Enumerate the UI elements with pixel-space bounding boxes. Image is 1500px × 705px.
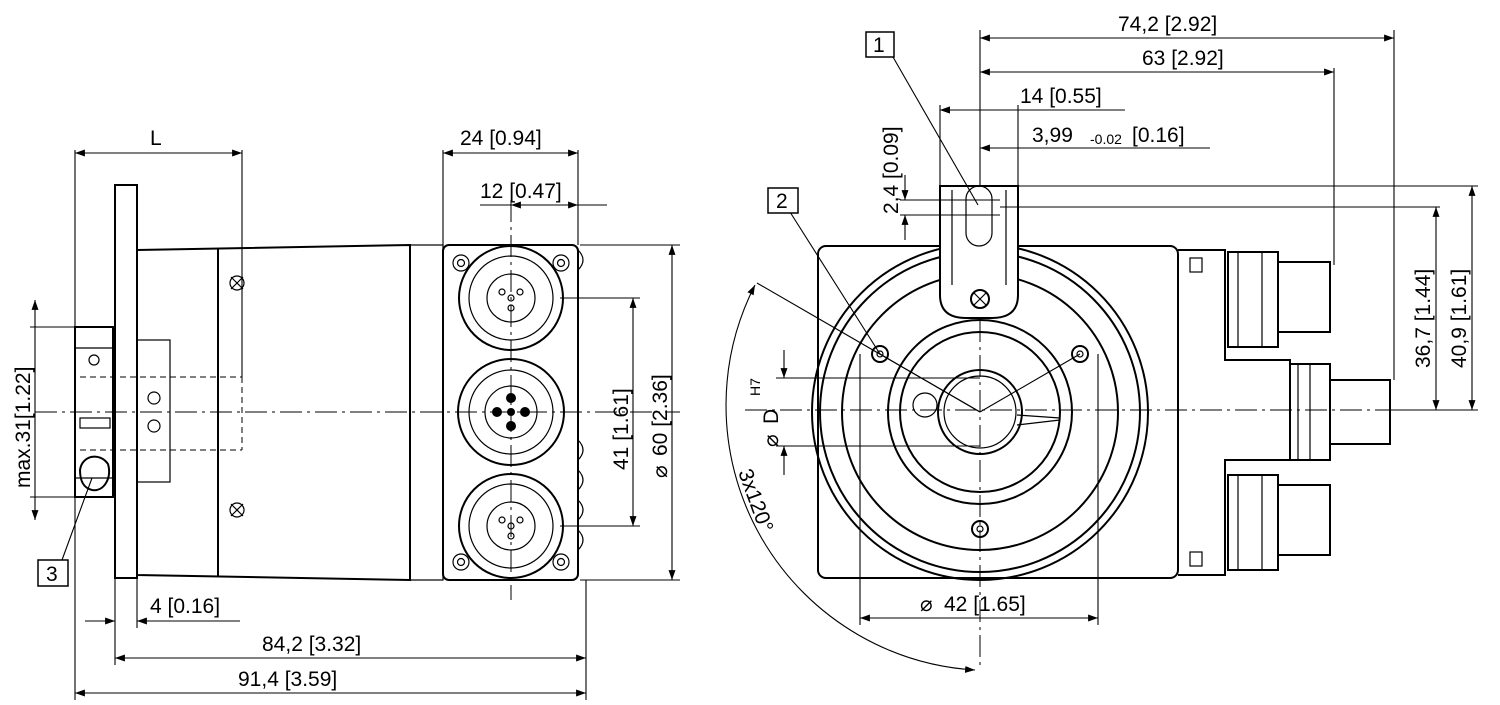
connector-lower-icon (1227, 474, 1331, 571)
dim-74: 74,2 [2.92] (1118, 13, 1217, 36)
cover-screws (452, 254, 570, 571)
flange (114, 184, 138, 579)
dim-24: 24 [0.94] (460, 127, 542, 150)
front-view: 3x120° 74,2 [2.92] 63 [2.92] 14 [0.55] 3… (725, 13, 1478, 673)
dim-12: 12 [0.47] (480, 180, 562, 203)
dim-399: 3,99 (1032, 124, 1073, 147)
dim-angle: 3x120° (733, 466, 777, 536)
callout-1: 1 (873, 34, 885, 57)
callout-2-box (767, 187, 799, 214)
dim-D-tol: H7 (747, 378, 763, 396)
dim-L: L (150, 127, 162, 150)
connector-upper-icon (1227, 251, 1331, 348)
callout-1-box (865, 31, 895, 58)
clamp-ring (74, 326, 114, 498)
dim-14: 14 [0.55] (1020, 85, 1102, 108)
dim-63: 63 [2.92] (1142, 47, 1224, 70)
dim-D: D (760, 409, 783, 424)
dim-max31: max.31[1.22] (12, 367, 35, 488)
clamp-screw-icon (78, 455, 110, 492)
callout-3-box (37, 559, 69, 587)
dim-399-main: 3,99 (1032, 124, 1073, 147)
screw-icon (229, 502, 245, 518)
dim-399-tol: -0.02 (1090, 131, 1122, 147)
callout-2: 2 (776, 190, 788, 213)
dim-367: 36,7 [1.44] (1412, 269, 1435, 368)
dim-399-inch: [0.16] (1132, 124, 1185, 147)
dim-91: 91,4 [3.59] (238, 668, 337, 691)
side-view: L 24 [0.94] 12 [0.47] 41 [1.61] ⌀ 60 [2.… (12, 127, 680, 700)
screw-icon (229, 275, 245, 291)
dim-42: 42 [1.65] (944, 593, 1026, 616)
dim-4: 4 [0.16] (150, 595, 220, 618)
angle-arc (725, 284, 976, 673)
dim-41: 41 [1.61] (610, 388, 633, 470)
dim-60-symbol: ⌀ (649, 465, 672, 478)
mounting-hole-icon (1071, 345, 1089, 363)
dim-84: 84,2 [3.32] (262, 633, 361, 656)
dim-24-front: 2,4 [0.09] (880, 126, 903, 214)
dim-409: 40,9 [1.61] (1448, 269, 1471, 368)
dim-D-symbol: ⌀ (760, 434, 783, 447)
connector-middle-side-icon (1289, 363, 1391, 461)
callout-3: 3 (46, 563, 58, 586)
dim-60: 60 [2.36] (649, 374, 672, 456)
dim-42-symbol: ⌀ (920, 593, 933, 616)
